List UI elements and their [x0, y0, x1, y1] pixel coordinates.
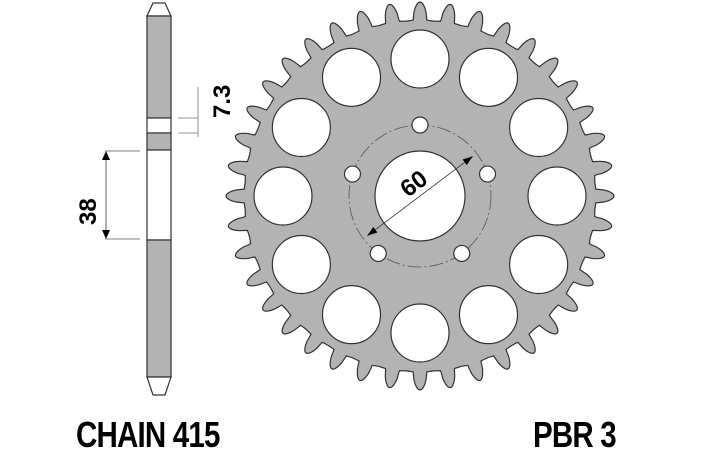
profile-top-tip: [146, 2, 172, 17]
lightening-hole: [271, 234, 331, 295]
arrow-down-icon: [102, 230, 110, 239]
hub-height-dimension: [102, 150, 140, 240]
profile-hub: [146, 149, 172, 241]
bolt-hole: [478, 165, 497, 183]
bolt-hole: [453, 244, 471, 263]
profile-bottom-tip: [146, 376, 172, 396]
lightening-hole: [458, 285, 519, 345]
lightening-hole: [527, 166, 587, 226]
lightening-hole: [321, 285, 382, 345]
part-code-label: PBR 3: [533, 414, 617, 455]
bolt-hole: [411, 116, 429, 134]
arrow-lower-left-icon: [367, 226, 378, 236]
bolt-hole: [343, 165, 362, 183]
profile-upper-band: [146, 15, 172, 119]
lightening-hole: [321, 47, 382, 107]
side-profile: [146, 2, 172, 396]
bore-dimension-line: [367, 155, 473, 237]
chain-label: CHAIN 415: [76, 414, 220, 455]
sprocket-face: [225, 1, 615, 391]
arrow-up-icon: [102, 151, 110, 160]
lightening-hole: [390, 29, 450, 89]
profile-gap: [146, 117, 172, 134]
profile-mid-band: [146, 132, 172, 151]
lightening-hole: [253, 166, 313, 226]
lightening-hole: [458, 47, 519, 107]
bolt-hole: [369, 244, 387, 263]
lightening-hole: [509, 97, 569, 158]
profile-lower-band: [146, 239, 172, 378]
lightening-hole: [271, 97, 331, 158]
lightening-hole: [509, 234, 569, 295]
lightening-hole: [390, 303, 450, 363]
thickness-dimension: [178, 87, 199, 137]
arrow-upper-right-icon: [462, 156, 473, 166]
